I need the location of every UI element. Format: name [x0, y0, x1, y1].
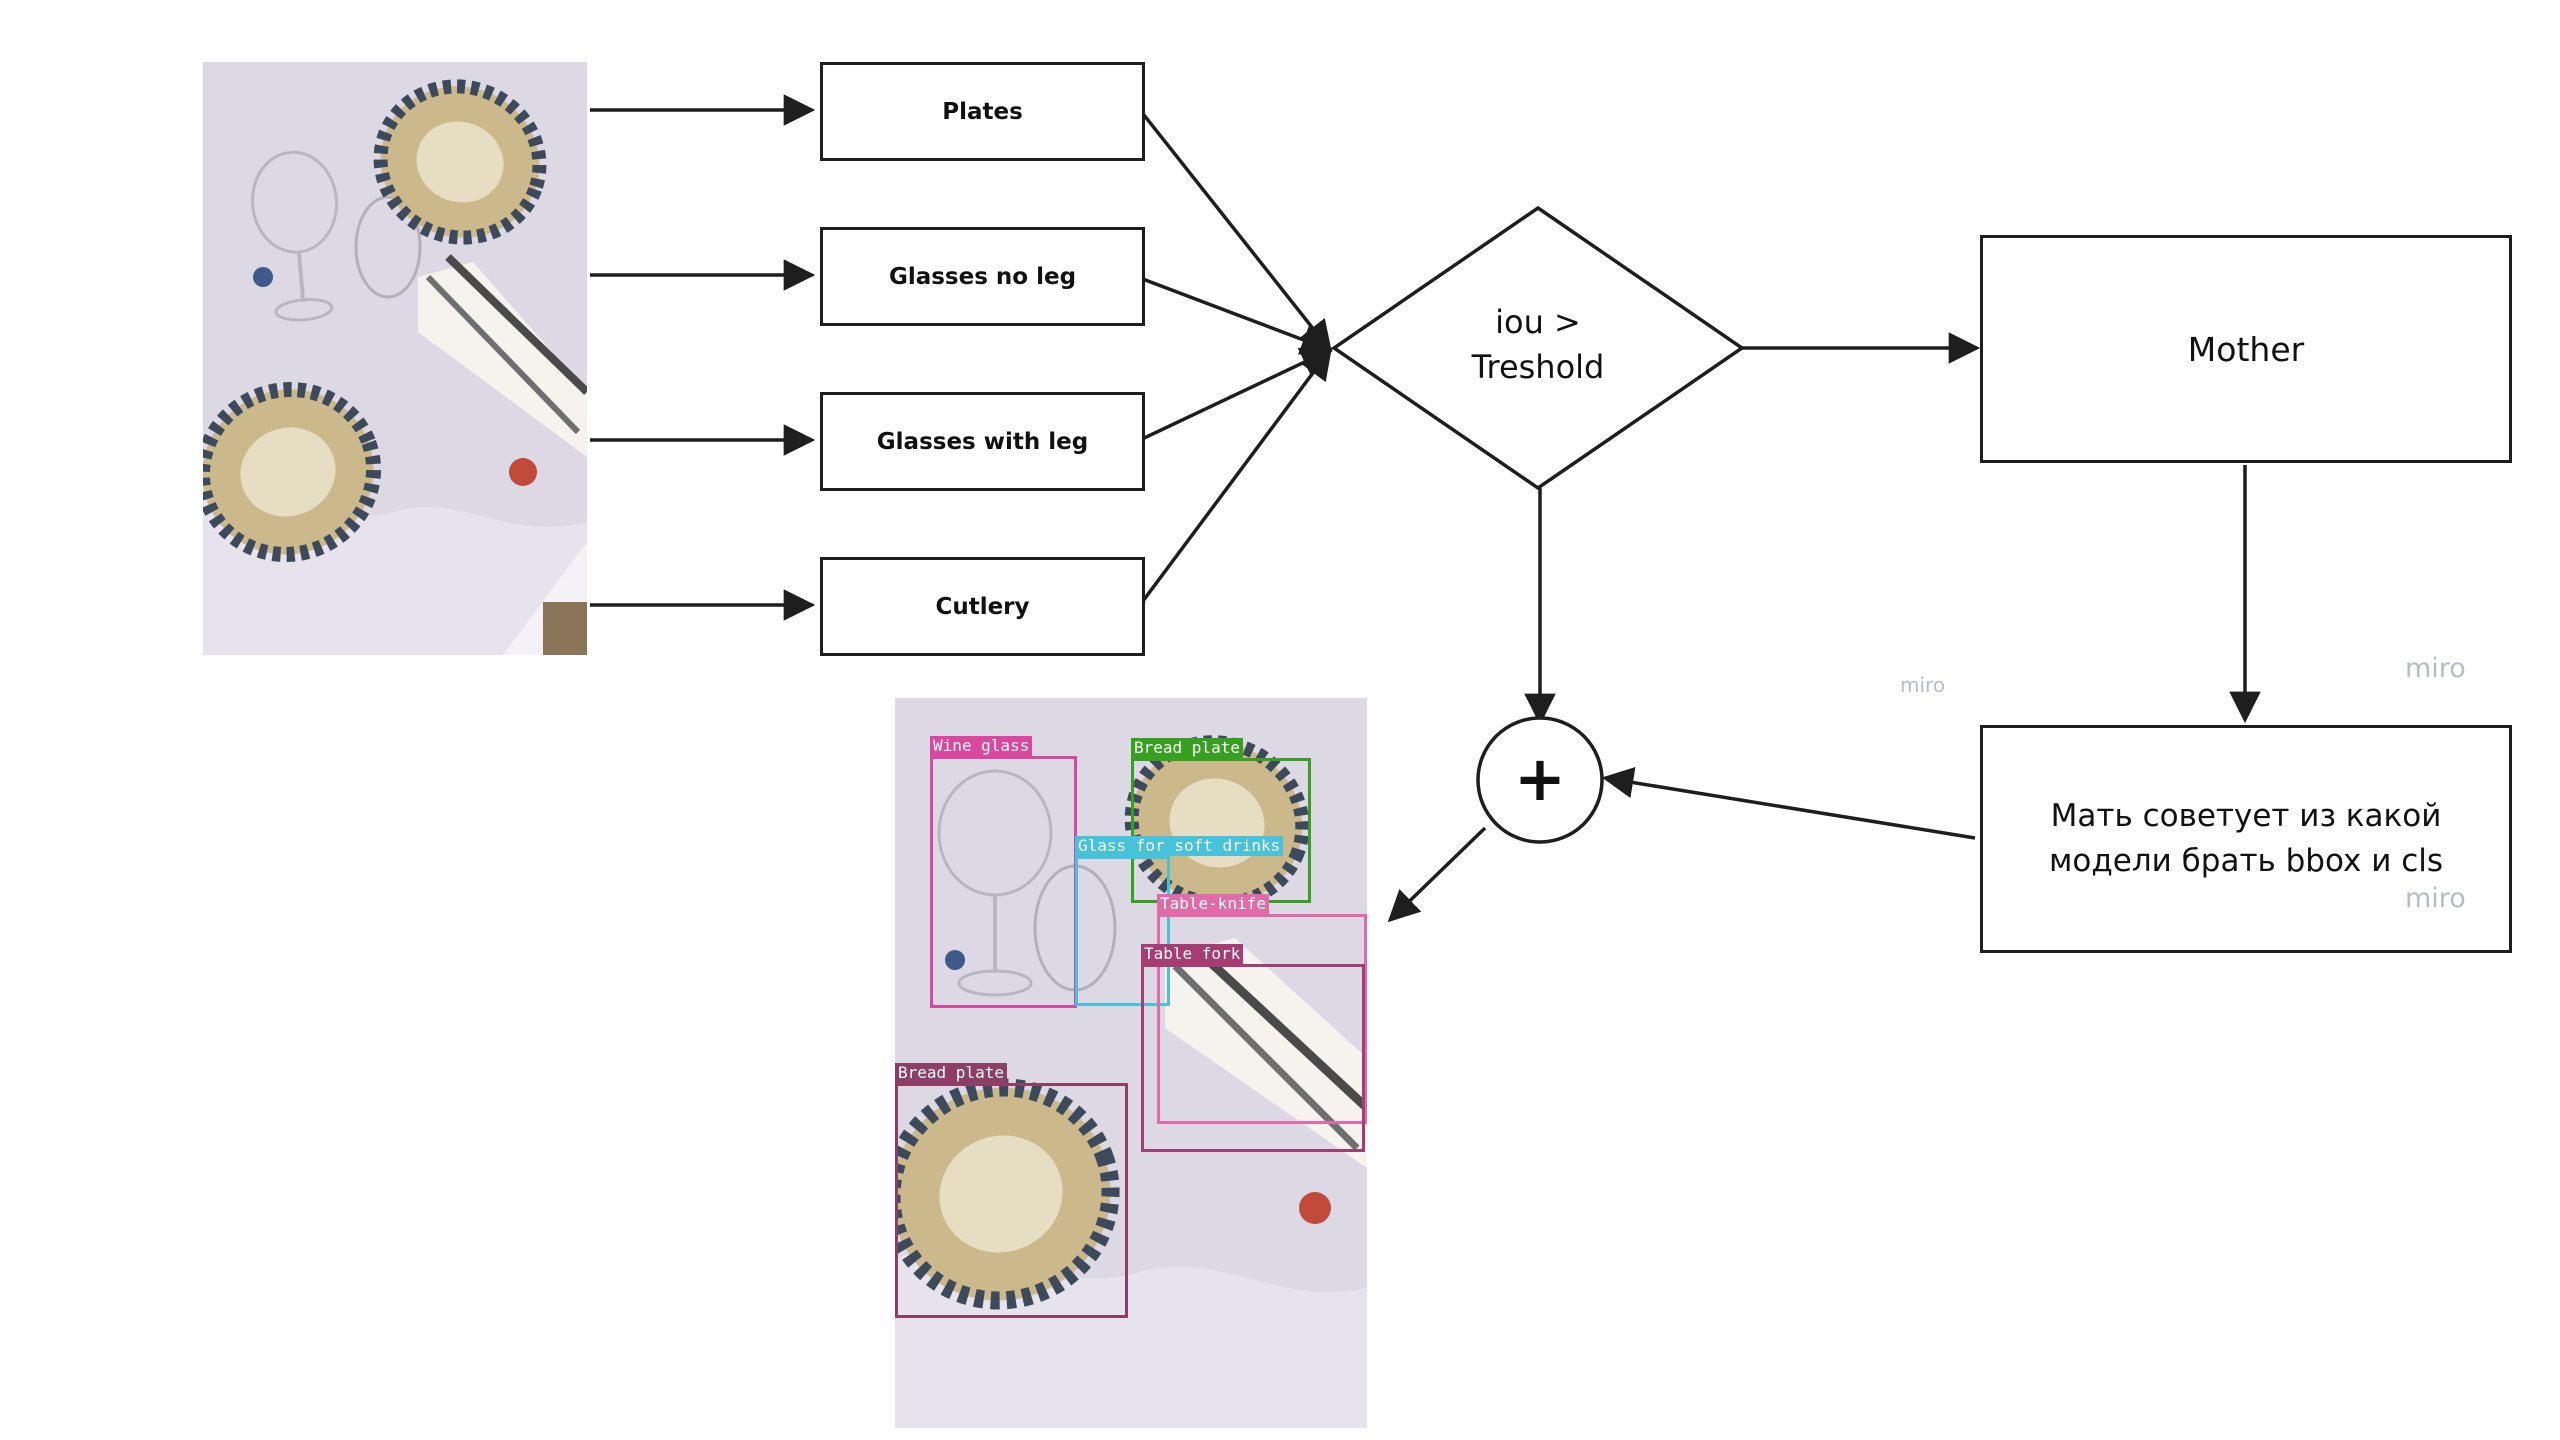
arrow-combine-to-result — [1387, 826, 1487, 923]
detection-box-table-fork — [1141, 964, 1365, 1152]
mother-box: Mother — [1980, 235, 2512, 463]
detection-label-glass-soft-drinks: Glass for soft drinks — [1075, 836, 1284, 856]
advice-box: Мать советует из какой модели брать bbox… — [1980, 725, 2512, 953]
miro-watermark: miro — [2405, 883, 2466, 914]
plus-icon: + — [1514, 742, 1566, 815]
decision-diamond — [1330, 205, 1746, 491]
arrow-cutlery-to-decision — [1138, 347, 1332, 607]
model-label-glasses-with-leg: Glasses with leg — [876, 428, 1089, 455]
arrow-plates-to-decision — [1138, 108, 1332, 353]
decision-line-2: Treshold — [1471, 347, 1605, 386]
miro-watermark: miro — [1900, 673, 1946, 697]
result-photo: Wine glass Bread plate Glass for soft dr… — [895, 698, 1367, 1428]
detection-label-table-fork: Table fork — [1141, 944, 1244, 964]
input-photo — [203, 62, 587, 655]
mother-label: Mother — [2187, 329, 2305, 369]
detection-label-bread-plate-bottom: Bread plate — [895, 1063, 1007, 1083]
detection-label-bread-plate-top: Bread plate — [1131, 738, 1243, 758]
detection-label-table-knife: Table-knife — [1157, 894, 1269, 914]
detection-label-wine-glass: Wine glass — [930, 736, 1033, 756]
arrow-glasses-no-leg-to-decision — [1139, 276, 1333, 355]
detection-box-glass-soft-drinks — [1075, 856, 1170, 1006]
model-label-plates: Plates — [942, 98, 1023, 125]
advice-label: Мать советует из какой модели брать bbox… — [2048, 798, 2444, 879]
detection-box-table-knife — [1157, 914, 1367, 1124]
model-box-cutlery: Cutlery — [820, 557, 1145, 656]
arrow-glasses-with-leg-to-decision — [1139, 347, 1333, 442]
decision-line-1: iou > — [1495, 303, 1581, 341]
model-label-glasses-no-leg: Glasses no leg — [888, 263, 1077, 290]
model-box-glasses-no-leg: Glasses no leg — [820, 227, 1145, 326]
model-box-glasses-with-leg: Glasses with leg — [820, 392, 1145, 491]
combine-circle — [1476, 716, 1604, 844]
model-box-plates: Plates — [820, 62, 1145, 161]
miro-watermark: miro — [2405, 653, 2466, 684]
arrow-advice-to-combine — [1601, 766, 1976, 840]
model-label-cutlery: Cutlery — [935, 593, 1030, 620]
decision-label: iou > Treshold — [1398, 300, 1678, 390]
detection-box-bread-plate-bottom — [895, 1083, 1128, 1318]
detection-box-wine-glass — [930, 756, 1077, 1008]
